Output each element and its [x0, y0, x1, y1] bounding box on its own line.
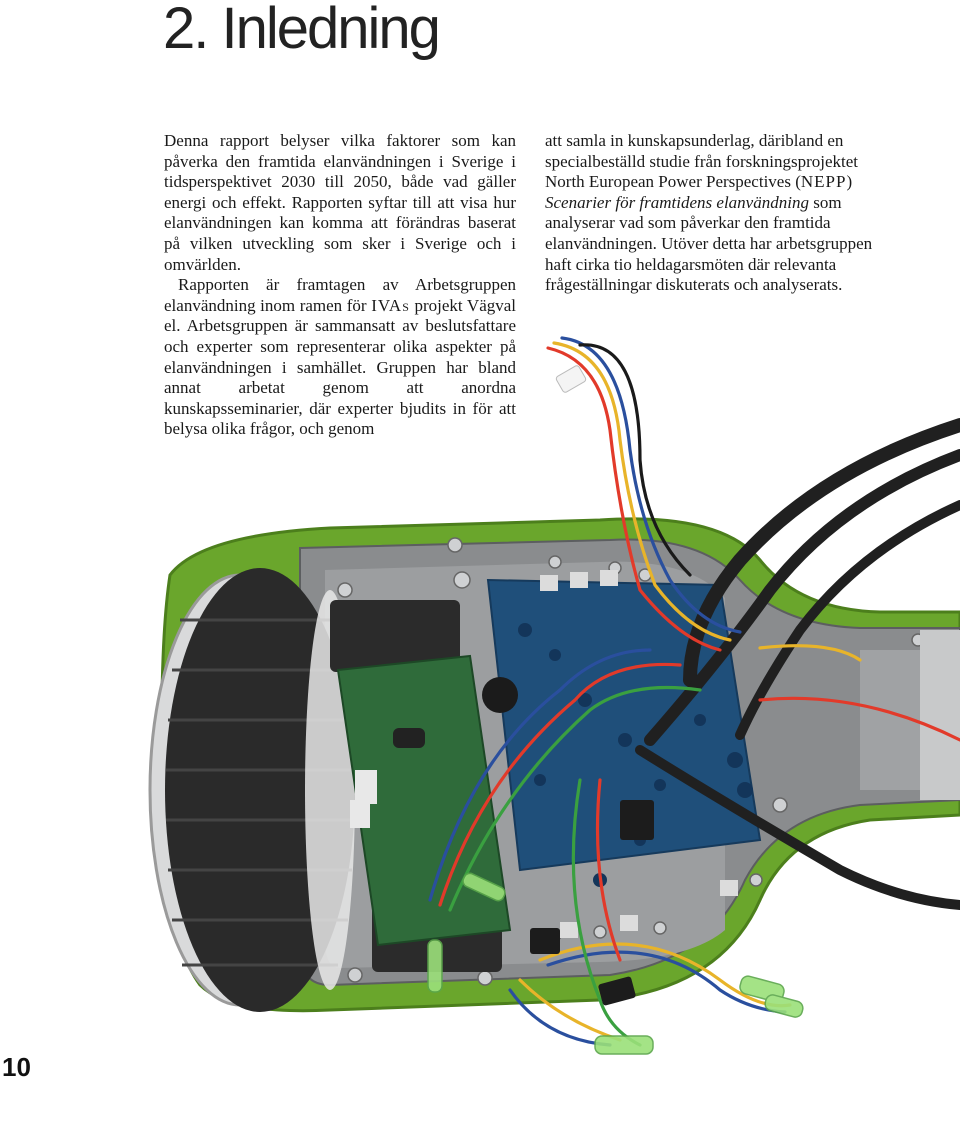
study-title: Scenarier för framtidens elanvändning [545, 192, 809, 212]
chapter-title: 2. Inledning [163, 0, 441, 61]
ivas-abbreviation: IVAs [371, 295, 410, 315]
nepp-abbreviation: NEPP [800, 172, 847, 192]
signal-wires [428, 336, 960, 1047]
page-number: 10 [2, 1052, 31, 1082]
pcb-connectors [350, 770, 377, 828]
buzzer [482, 677, 518, 713]
green-terminals [427, 872, 804, 1055]
white-connector [555, 365, 587, 393]
right-text-column: att samla in kunskapsunderlag, däribland… [545, 131, 897, 296]
paragraph-3-start: att samla in kunskapsunderlag, däribland… [545, 131, 858, 192]
paragraph-2: Rapporten är framtagen av Arbetsgruppen … [164, 275, 516, 440]
paragraph-3-paren: ) [846, 172, 853, 192]
paragraph-1: Denna rapport belyser vilka faktorer som… [164, 131, 516, 274]
tire [165, 568, 355, 1012]
paragraph-2-start: Rapporten är framtagen av Arbetsgruppen … [164, 275, 516, 315]
paragraph-3-rest: som analyserar vad som påverkar den fram… [545, 192, 873, 295]
heatsink-tabs [540, 570, 738, 938]
left-text-column: Denna rapport belyser vilka faktorer som… [164, 131, 516, 440]
board-components [518, 623, 753, 887]
paragraph-3: att samla in kunskapsunderlag, däribland… [545, 131, 897, 296]
black-connector [598, 976, 636, 1006]
black-block-top [330, 600, 460, 672]
paragraph-2-rest: projekt Vägval el. Arbetsgruppen är samm… [164, 295, 517, 439]
